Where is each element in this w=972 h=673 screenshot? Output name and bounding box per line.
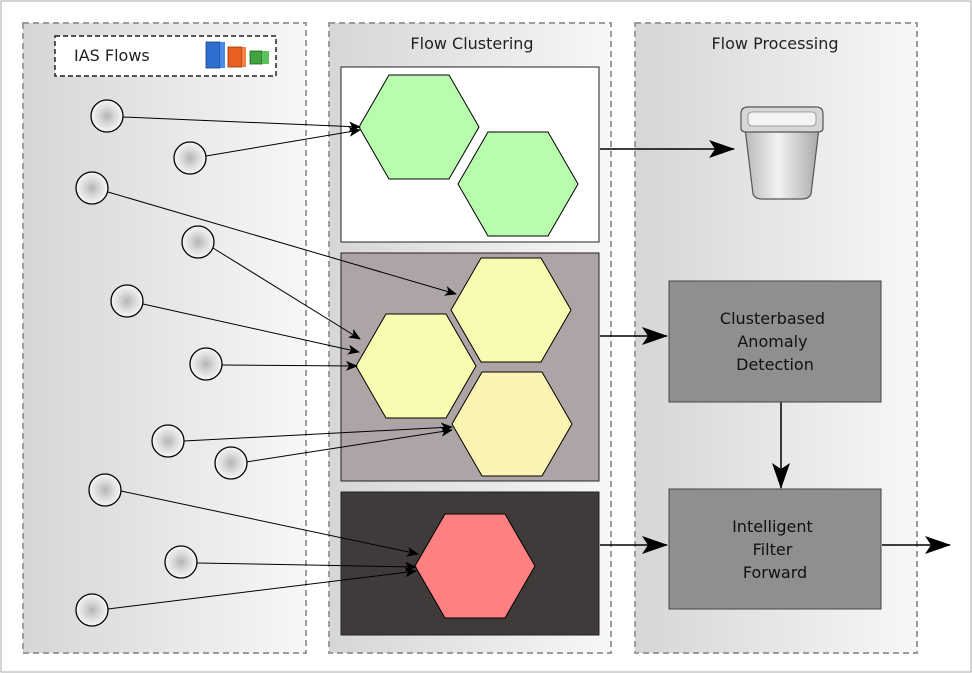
- flow-arrow: [212, 247, 361, 340]
- flow-arrow: [205, 126, 361, 157]
- unknown-cluster-hexagon-2: [355, 313, 477, 419]
- flow-arrow: [183, 422, 453, 442]
- unknown-cluster-hexagon-1: [450, 257, 572, 363]
- anomaly-detection-label: Clusterbased Anomaly Detection: [720, 309, 830, 374]
- flow-node: [75, 171, 109, 205]
- flow-arrows: [107, 116, 457, 610]
- intelligent-filter-box: [668, 488, 882, 610]
- bar-chart-icon: [205, 41, 269, 69]
- processing-arrows: [600, 140, 951, 554]
- flow-arrow: [107, 191, 457, 296]
- flow-node: [164, 545, 198, 579]
- flow-node: [110, 284, 144, 318]
- flow-arrow: [245, 426, 453, 463]
- flow-node: [173, 141, 207, 175]
- ias-flows-legend: IAS Flows: [54, 35, 277, 77]
- flow-arrow: [107, 567, 417, 610]
- flow-arrow: [142, 303, 360, 355]
- flow-node: [214, 446, 248, 480]
- benign-cluster-hexagon-2: [457, 131, 579, 237]
- flow-node: [151, 424, 185, 458]
- intelligent-filter-label: Intelligent Filter Forward: [732, 517, 818, 582]
- anomaly-detection-box: [668, 280, 882, 403]
- malicious-cluster-hexagon: [414, 513, 536, 619]
- flow-nodes: [75, 99, 248, 627]
- trash-bin-icon: [740, 106, 824, 200]
- benign-cluster-hexagon-1: [358, 74, 480, 180]
- flow-node: [88, 473, 122, 507]
- flow-clustering-title: Flow Clustering: [410, 34, 533, 53]
- flow-node: [90, 99, 124, 133]
- flow-arrow: [196, 561, 417, 572]
- flow-node: [75, 593, 109, 627]
- flows-column: [22, 22, 307, 654]
- flow-arrow: [122, 116, 361, 132]
- flow-processing-title: Flow Processing: [711, 34, 838, 53]
- flow-node: [181, 225, 215, 259]
- unknown-cluster-hexagon-3: [451, 371, 573, 477]
- flow-arrow: [221, 360, 358, 371]
- flow-node: [189, 347, 223, 381]
- ias-flows-title: IAS Flows: [74, 46, 150, 65]
- flow-arrow: [120, 490, 419, 557]
